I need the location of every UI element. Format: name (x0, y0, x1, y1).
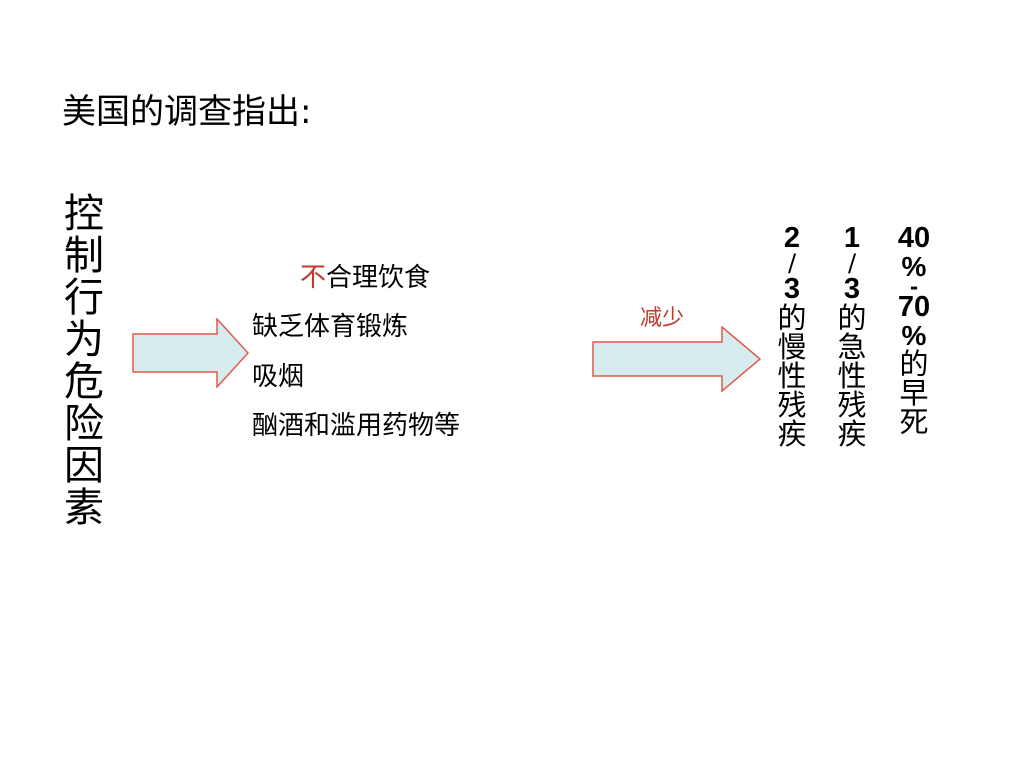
outcome-char: 疾 (837, 416, 867, 451)
vertical-label-control-risk-factors: 控 制 行 为 危 险 因 素 (64, 194, 104, 528)
vertical-char: 制 (64, 233, 104, 279)
outcome-char: 性 (837, 358, 867, 393)
outcome-char: 性 (777, 358, 807, 393)
outcome-chronic-disability: 2 / 3 的 慢 性 残 疾 (777, 222, 807, 451)
vertical-char: 行 (64, 275, 104, 321)
outcome-premature-death: 40 % - 70 % 的 早 死 (896, 224, 932, 437)
arrow-right-icon (592, 326, 762, 392)
factor-prefix: 不 (300, 263, 327, 293)
fraction-slash: / (847, 249, 857, 277)
outcome-char: 早 (899, 376, 929, 410)
outcome-acute-disability: 1 / 3 的 急 性 残 疾 (837, 222, 867, 451)
fraction-denominator: 3 (783, 272, 801, 305)
outcome-char: 的 (777, 300, 807, 335)
percent-low: 40 (897, 222, 931, 254)
outcome-char: 死 (899, 405, 929, 439)
vertical-char: 素 (64, 485, 104, 531)
outcome-char: 的 (899, 347, 929, 381)
factor-text: 合理饮食 (326, 263, 431, 293)
risk-factor-list: 不合理饮食 缺乏体育锻炼 吸烟 酗酒和滥用药物等 (252, 254, 460, 452)
fraction-slash: / (787, 249, 797, 277)
factor-item: 酗酒和滥用药物等 (252, 411, 461, 442)
outcome-char: 急 (837, 329, 867, 364)
arrow-shape (132, 318, 250, 388)
range-dash: - (909, 275, 919, 299)
arrow-shape (592, 326, 762, 392)
fraction-numerator: 2 (783, 222, 801, 254)
factor-item: 不合理饮食 (252, 254, 460, 303)
outcome-char: 残 (837, 387, 867, 422)
outcome-char: 疾 (777, 416, 807, 451)
arrow-right-icon (132, 318, 250, 388)
fraction-numerator: 1 (843, 222, 861, 254)
vertical-char: 因 (64, 443, 104, 489)
vertical-char: 危 (64, 359, 104, 405)
outcome-char: 慢 (777, 329, 807, 364)
vertical-char: 控 (64, 191, 104, 237)
vertical-char: 险 (64, 401, 104, 447)
percent-sign: % (901, 320, 927, 351)
reduce-label: 减少 (640, 306, 685, 331)
factor-item: 吸烟 (252, 361, 305, 392)
outcome-char: 的 (837, 300, 867, 335)
percent-sign: % (901, 251, 927, 282)
outcome-char: 残 (777, 387, 807, 422)
fraction-denominator: 3 (843, 272, 861, 305)
page-title: 美国的调查指出: (62, 92, 312, 132)
percent-high: 70 (897, 291, 931, 323)
vertical-char: 为 (64, 317, 104, 363)
factor-item: 缺乏体育锻炼 (252, 312, 409, 343)
